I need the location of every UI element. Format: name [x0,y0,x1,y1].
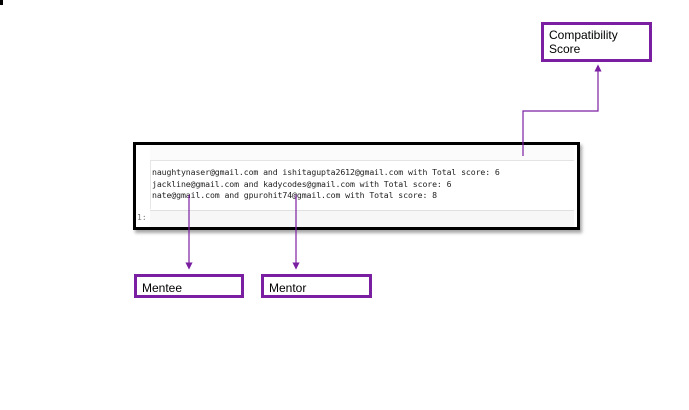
cell-top-strip [150,145,574,161]
output-line-2: jackline@gmail.com and kadycodes@gmail.c… [152,179,452,189]
mentee-callout: Mentee [134,274,244,298]
cell-prompt-label: 1: [137,213,147,222]
output-line-1: naughtynaser@gmail.com and ishitagupta26… [152,167,500,177]
output-line-3: nate@gmail.com and gpurohit74@gmail.com … [152,190,437,200]
score-arrow [522,64,602,156]
mentor-callout: Mentor [261,274,372,298]
corner-mark [0,0,3,5]
notebook-output-panel: 1: naughtynaser@gmail.com and ishitagupt… [133,142,580,230]
next-cell-input[interactable] [150,210,574,227]
cell-output-area [150,160,575,209]
compatibility-score-callout: Compatibility Score [541,22,652,62]
